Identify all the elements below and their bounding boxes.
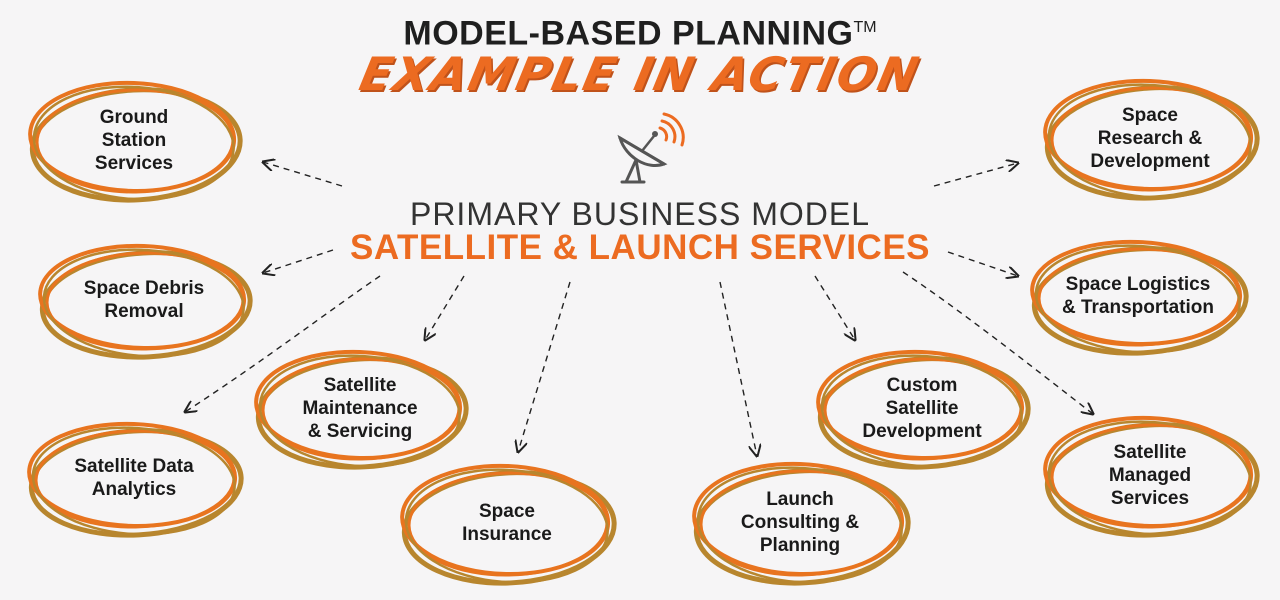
ring-stroke bbox=[1034, 244, 1241, 354]
ring-stroke bbox=[1047, 83, 1252, 199]
arrow-to-satellite-data-analytics bbox=[185, 275, 381, 412]
ring-space-debris-removal bbox=[38, 243, 253, 360]
ring-stroke bbox=[31, 426, 236, 536]
ring-stroke bbox=[32, 85, 235, 201]
node-space-insurance: Space Insurance bbox=[462, 501, 552, 545]
arrow-to-ground-station-services bbox=[263, 162, 343, 187]
arrow-to-satellite-managed-services bbox=[902, 271, 1093, 414]
node-rings bbox=[27, 78, 1260, 586]
node-space-debris-removal: Space Debris Removal bbox=[83, 278, 205, 322]
ring-stroke bbox=[42, 248, 245, 358]
ring-stroke bbox=[696, 466, 903, 584]
arrow-to-space-debris-removal bbox=[263, 249, 334, 273]
ring-space-research-development bbox=[1043, 78, 1260, 201]
ring-stroke bbox=[258, 354, 461, 468]
ring-space-insurance bbox=[400, 463, 617, 586]
node-launch-consulting-planning: Launch Consulting & Planning bbox=[740, 488, 860, 556]
node-satellite-maintenance-servicing: Satellite Maintenance & Servicing bbox=[302, 374, 418, 442]
ring-stroke bbox=[820, 354, 1023, 468]
central-model-name: SATELLITE & LAUNCH SERVICES bbox=[349, 228, 931, 267]
node-space-logistics-transportation: Space Logistics & Transportation bbox=[1061, 274, 1214, 318]
node-satellite-managed-services: Satellite Managed Services bbox=[1108, 441, 1192, 509]
node-ground-station-services: Ground Station Services bbox=[94, 106, 174, 174]
arrow-to-space-research-development bbox=[933, 163, 1018, 187]
ring-space-logistics-transportation bbox=[1030, 239, 1249, 356]
ring-satellite-managed-services bbox=[1043, 415, 1260, 538]
title-text: MODEL-BASED PLANNING bbox=[403, 14, 854, 53]
node-satellite-data-analytics: Satellite Data Analytics bbox=[74, 456, 194, 500]
ring-ground-station-services bbox=[28, 80, 243, 203]
ring-stroke bbox=[1047, 420, 1252, 536]
arrow-to-space-logistics-transportation bbox=[947, 251, 1018, 276]
page-title: MODEL-BASED PLANNINGTM bbox=[0, 8, 1280, 53]
ring-satellite-data-analytics bbox=[27, 421, 244, 538]
arrow-to-space-insurance bbox=[518, 281, 571, 452]
arrow-to-custom-satellite-development bbox=[814, 275, 855, 340]
arrow-to-satellite-maintenance-servicing bbox=[425, 275, 465, 340]
ring-launch-consulting-planning bbox=[692, 461, 911, 586]
ring-satellite-maintenance-servicing bbox=[254, 349, 469, 470]
ring-custom-satellite-development bbox=[816, 349, 1031, 470]
trademark-mark: TM bbox=[853, 19, 877, 36]
connector-arrows bbox=[185, 162, 1093, 456]
node-space-research-development: Space Research & Development bbox=[1090, 104, 1210, 172]
arrow-to-launch-consulting-planning bbox=[719, 281, 757, 456]
central-model-label: PRIMARY BUSINESS MODEL bbox=[409, 196, 871, 232]
node-custom-satellite-development: Custom Satellite Development bbox=[862, 374, 982, 442]
ring-stroke bbox=[404, 468, 609, 584]
satellite-dish-icon bbox=[617, 112, 685, 184]
